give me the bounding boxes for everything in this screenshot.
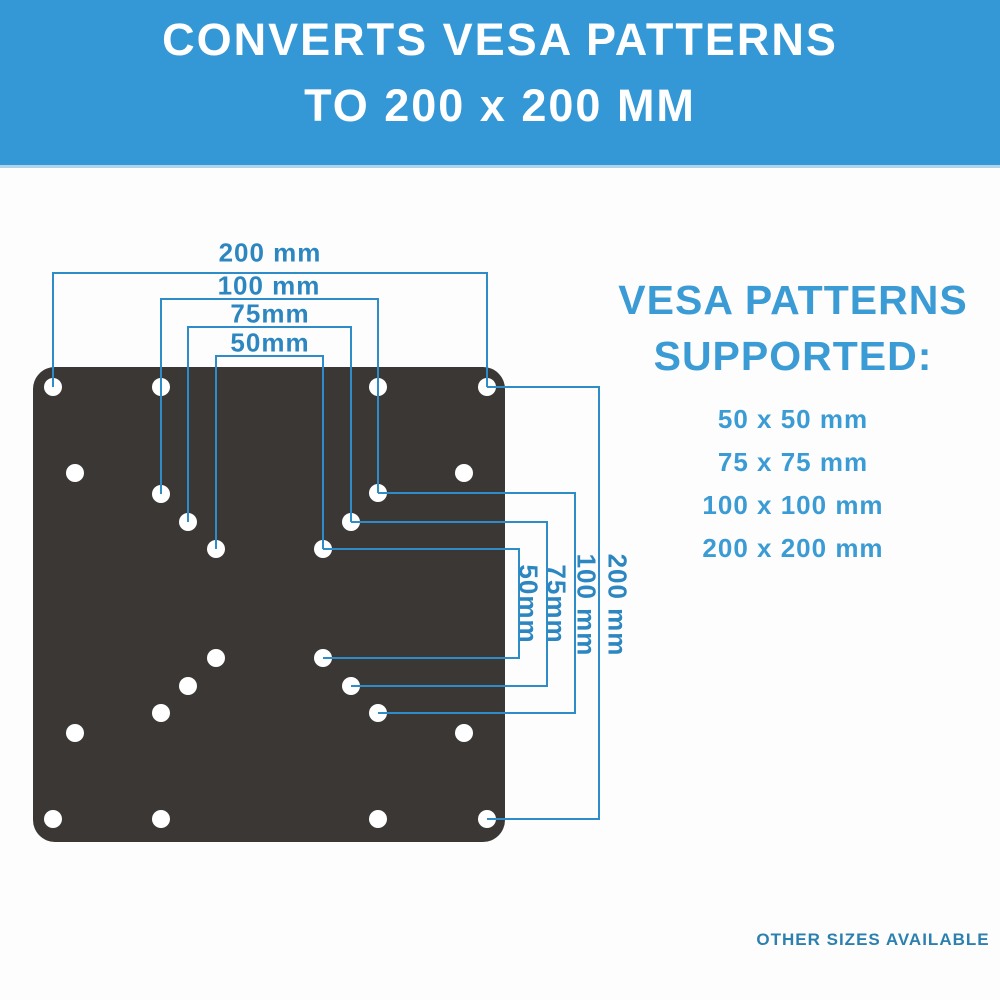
mounting-hole: [179, 677, 197, 695]
supported-size-item: 100 x 100 mm: [702, 490, 884, 520]
dim-bracket-right-75: [351, 521, 548, 687]
dimension-lines: [52, 272, 600, 820]
dim-label-top-200: 200 mm: [218, 237, 322, 268]
side-panel-title-line1: VESA PATTERNS: [618, 277, 968, 323]
dim-label-right-75: 75mm: [541, 564, 572, 644]
banner: CONVERTS VESA PATTERNS TO 200 x 200 MM: [0, 0, 1000, 168]
dim-bracket-top-200: [52, 272, 488, 387]
dim-label-right-100: 100 mm: [571, 553, 602, 657]
mounting-hole: [369, 810, 387, 828]
dim-label-top-75: 75mm: [230, 298, 310, 329]
dim-bracket-top-100: [160, 298, 379, 494]
supported-size-item: 50 x 50 mm: [717, 404, 869, 434]
mounting-hole: [455, 724, 473, 742]
mounting-hole: [455, 464, 473, 482]
mounting-hole: [207, 649, 225, 667]
supported-sizes-list: 50 x 50 mm 75 x 75 mm 100 x 100 mm 200 x…: [640, 398, 946, 570]
mounting-hole: [66, 724, 84, 742]
mounting-hole: [152, 704, 170, 722]
side-panel-title: VESA PATTERNS SUPPORTED:: [598, 272, 988, 384]
supported-size-item: 200 x 200 mm: [702, 533, 884, 563]
dim-label-right-50: 50mm: [513, 564, 544, 644]
footer-note: OTHER SIZES AVAILABLE: [756, 930, 990, 949]
mounting-hole: [152, 810, 170, 828]
adapter-plate: [33, 367, 505, 842]
supported-size-item: 75 x 75 mm: [717, 447, 869, 477]
mounting-hole: [66, 464, 84, 482]
dim-bracket-top-50: [215, 355, 324, 549]
banner-title-line2: TO 200 x 200 MM: [304, 80, 696, 131]
mounting-hole: [44, 810, 62, 828]
dim-bracket-top-75: [187, 326, 352, 522]
dim-label-top-100: 100 mm: [217, 270, 321, 301]
dim-bracket-right-50: [323, 548, 520, 659]
banner-title-line1: CONVERTS VESA PATTERNS: [162, 14, 838, 65]
dim-label-top-50: 50mm: [230, 327, 310, 358]
dim-bracket-right-200: [487, 386, 600, 820]
side-panel-title-line2: SUPPORTED:: [653, 333, 933, 379]
dim-bracket-right-100: [378, 492, 576, 714]
dim-label-right-200: 200 mm: [602, 553, 633, 657]
